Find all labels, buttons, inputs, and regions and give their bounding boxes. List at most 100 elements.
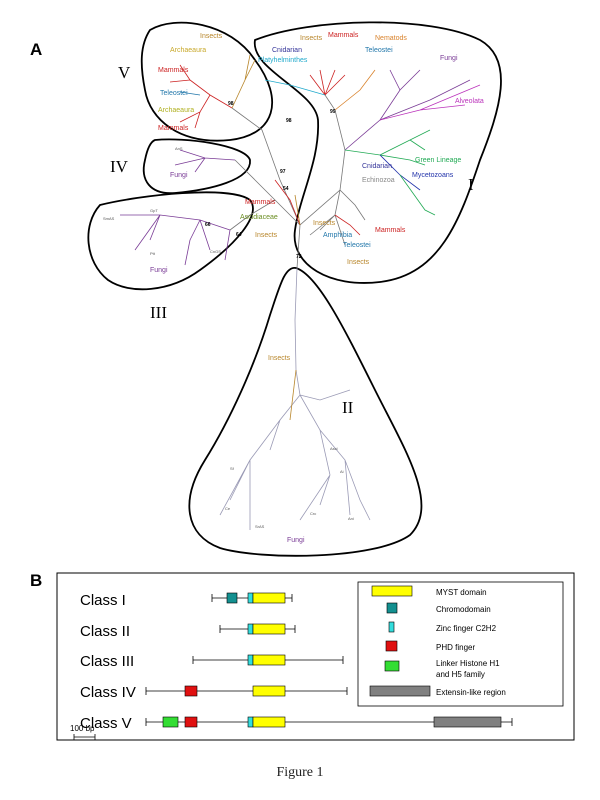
legend-swatch-chromo	[386, 602, 398, 614]
group-label: Insects	[268, 355, 291, 362]
group-label: Archaeaura	[170, 47, 206, 54]
legend-swatch-myst	[371, 585, 413, 597]
legend-label: Chromodomain	[436, 605, 491, 614]
svg-text:SrAS: SrAS	[255, 524, 265, 529]
svg-text:Ani: Ani	[348, 516, 354, 521]
class-i-diagram	[211, 592, 293, 604]
svg-text:72: 72	[296, 254, 302, 260]
myst-domain-box	[252, 592, 286, 604]
zinc-finger-box	[247, 716, 254, 728]
group-label: Mycetozoans	[412, 172, 454, 179]
clade-iv-label: IV	[110, 157, 129, 176]
figure-caption: Figure 1	[276, 765, 324, 780]
tree-branches	[120, 54, 481, 530]
group-label: Mammals	[158, 67, 189, 74]
group-label: Insects	[255, 232, 278, 239]
group-label: Mammals	[245, 199, 276, 206]
class-iii-diagram	[192, 654, 344, 666]
clade-v-outline	[140, 21, 273, 142]
legend-label: and H5 family	[436, 670, 485, 679]
bootstrap-values: 98 98 97 54 99 64 66 72	[205, 101, 336, 260]
group-label: Insects	[347, 259, 370, 266]
scale-bar: 100 bp	[70, 724, 96, 740]
group-label: Echinozoa	[362, 177, 395, 184]
class-label: Class I	[80, 592, 126, 609]
clade-iii-outline	[87, 191, 254, 291]
group-label: Cnidarian	[272, 47, 302, 54]
group-label: Nematods	[375, 35, 407, 42]
svg-text:99: 99	[330, 109, 336, 115]
svg-text:97: 97	[280, 169, 286, 175]
legend-label: MYST domain	[436, 588, 487, 597]
clade-iv-outline	[142, 138, 251, 194]
panel-a-label: A	[30, 40, 42, 59]
group-label: Alveolata	[455, 98, 484, 105]
group-label: Amphibia	[323, 232, 352, 239]
svg-text:98: 98	[228, 101, 234, 107]
clade-i-outline	[254, 21, 502, 284]
clade-ii-outline	[188, 267, 423, 557]
group-label: Green Lineage	[415, 157, 461, 164]
myst-domain-box	[252, 685, 286, 697]
myst-domain-box	[252, 716, 286, 728]
svg-text:54: 54	[283, 186, 289, 192]
class-v-diagram	[145, 716, 513, 728]
clade-iii-label: III	[150, 303, 167, 322]
svg-text:Ai: Ai	[340, 469, 344, 474]
clade-i-label: I	[468, 175, 474, 194]
group-label: Insects	[200, 33, 223, 40]
group-label: Platyhelminthes	[258, 57, 308, 64]
svg-text:Sf: Sf	[230, 466, 235, 471]
svg-text:Crc: Crc	[310, 511, 316, 516]
group-label: Mammals	[375, 227, 406, 234]
class-label: Class IV	[80, 684, 136, 701]
group-label: Teleostei	[343, 242, 371, 249]
zinc-finger-box	[247, 654, 254, 666]
legend-label: Linker Histone H1	[436, 659, 500, 668]
class-iv-diagram	[145, 685, 348, 697]
svg-text:CnGS: CnGS	[210, 249, 221, 254]
group-label: Archaeaura	[158, 107, 194, 114]
svg-text:64: 64	[236, 232, 242, 238]
clade-v-label: V	[118, 63, 131, 82]
svg-text:Ascl: Ascl	[330, 446, 338, 451]
phd-finger-box	[184, 716, 198, 728]
svg-text:GpT: GpT	[150, 208, 158, 213]
group-label: Cnidarian	[362, 163, 392, 170]
group-label: Mammals	[328, 32, 359, 39]
legend-label: Extensin-like region	[436, 688, 506, 697]
phd-finger-box	[184, 685, 198, 697]
legend-swatch-linker	[384, 660, 400, 672]
group-label: Teleostei	[365, 47, 393, 54]
chromodomain-box	[226, 592, 238, 604]
legend: MYST domain Chromodomain Zinc finger C2H…	[357, 581, 564, 707]
svg-text:66: 66	[205, 222, 211, 228]
clade-ii-label: II	[342, 398, 354, 417]
group-label: Teleostei	[160, 90, 188, 97]
legend-swatch-zinc	[388, 621, 395, 633]
zinc-finger-box	[247, 592, 254, 604]
svg-text:SmAS: SmAS	[103, 216, 115, 221]
svg-text:Ce: Ce	[225, 506, 231, 511]
zinc-finger-box	[247, 623, 254, 635]
legend-swatch-extensin	[369, 685, 431, 697]
class-ii-diagram	[219, 623, 296, 635]
group-label: Insects	[313, 220, 336, 227]
extensin-region-box	[433, 716, 502, 728]
class-label: Class III	[80, 653, 134, 670]
group-label: Fungi	[170, 172, 188, 179]
legend-label: Zinc finger C2H2	[436, 624, 497, 633]
svg-text:AnS: AnS	[175, 146, 183, 151]
legend-swatch-phd	[385, 640, 398, 652]
svg-text:Ptt: Ptt	[150, 251, 156, 256]
group-label: Fungi	[287, 537, 305, 544]
group-label: Ascidiaceae	[240, 214, 278, 221]
myst-domain-box	[252, 623, 286, 635]
svg-text:98: 98	[286, 118, 292, 124]
panel-b-label: B	[30, 571, 42, 590]
myst-domain-box	[252, 654, 286, 666]
group-label: Fungi	[150, 267, 168, 274]
linker-histone-box	[162, 716, 179, 728]
